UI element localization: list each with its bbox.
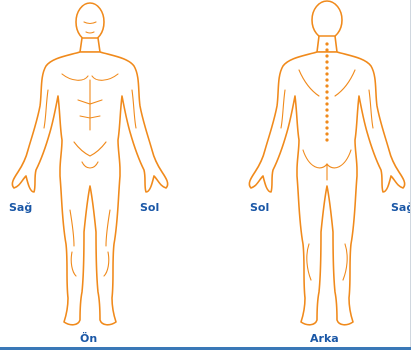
back-view-title: Arka — [310, 333, 339, 345]
front-body-figure[interactable] — [0, 0, 205, 335]
back-left-side-label: Sol — [250, 202, 269, 214]
front-view-title: Ön — [80, 333, 97, 345]
back-right-side-label: Sağ — [391, 202, 411, 214]
front-head — [76, 3, 104, 41]
back-head — [312, 1, 342, 39]
front-left-side-label: Sol — [140, 202, 159, 214]
front-right-side-label: Sağ — [9, 202, 32, 214]
back-body-figure[interactable] — [205, 0, 411, 335]
